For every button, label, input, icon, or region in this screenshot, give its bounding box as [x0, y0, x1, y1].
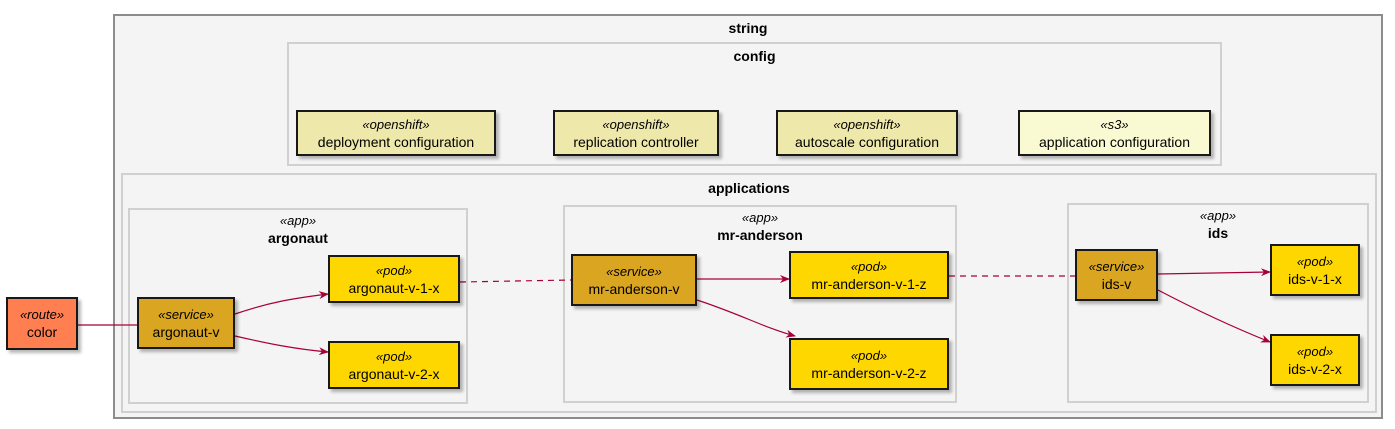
- mr-anderson-service-node[interactable]: «service» mr-anderson-v: [571, 254, 697, 306]
- node-name: mr-anderson-v: [588, 280, 680, 297]
- node-name: ids-v-2-x: [1288, 360, 1342, 377]
- app-stereotype: «app»: [1199, 208, 1237, 223]
- node-stereotype: «service»: [606, 263, 662, 279]
- node-name: replication controller: [573, 133, 699, 150]
- application-configuration-node[interactable]: «s3» application configuration: [1018, 110, 1211, 156]
- edge-argonaut-pod-to-mr-anderson-service: [459, 279, 572, 283]
- node-stereotype: «openshift»: [362, 116, 430, 132]
- edge-ids-service-to-pod-1: [1157, 268, 1271, 277]
- app-stereotype: «app»: [279, 213, 317, 228]
- node-stereotype: «pod»: [375, 262, 413, 278]
- node-stereotype: «pod»: [1296, 343, 1334, 359]
- node-stereotype: «openshift»: [833, 116, 901, 132]
- edge-ids-service-to-pod-2: [1157, 289, 1271, 343]
- argonaut-service-node[interactable]: «service» argonaut-v: [137, 297, 235, 349]
- argonaut-pod-2-node[interactable]: «pod» argonaut-v-2-x: [328, 341, 460, 389]
- app-stereotype: «app»: [741, 210, 779, 225]
- node-name: argonaut-v: [152, 323, 220, 340]
- node-name: argonaut-v-2-x: [348, 365, 440, 382]
- node-name: autoscale configuration: [795, 133, 939, 150]
- node-name: deployment configuration: [317, 133, 475, 150]
- edge-argonaut-service-to-pod-1: [234, 291, 329, 315]
- ids-pod-1-node[interactable]: «pod» ids-v-1-x: [1270, 244, 1360, 296]
- mr-anderson-pod-2-node[interactable]: «pod» mr-anderson-v-2-z: [789, 338, 949, 390]
- app-name: mr-anderson: [717, 227, 803, 243]
- string-frame-title: string: [728, 20, 768, 36]
- mr-anderson-pod-1-node[interactable]: «pod» mr-anderson-v-1-z: [789, 251, 949, 299]
- config-frame-title: config: [733, 48, 776, 64]
- node-name: application configuration: [1039, 133, 1190, 150]
- node-stereotype: «s3»: [1100, 116, 1129, 132]
- node-stereotype: «service»: [158, 306, 214, 322]
- node-name: mr-anderson-v-1-z: [811, 275, 927, 292]
- node-name: mr-anderson-v-2-z: [811, 364, 927, 381]
- deployment-configuration-node[interactable]: «openshift» deployment configuration: [296, 110, 496, 156]
- node-stereotype: «route»: [19, 307, 65, 322]
- node-stereotype: «pod»: [850, 258, 888, 274]
- route-color-node[interactable]: «route» color: [6, 297, 78, 350]
- applications-frame-title: applications: [708, 180, 790, 196]
- edge-mr-anderson-service-to-pod-2: [696, 299, 796, 338]
- node-name: color: [26, 324, 58, 340]
- app-name: ids: [1207, 225, 1229, 241]
- node-name: ids-v-1-x: [1288, 270, 1342, 287]
- ids-service-node[interactable]: «service» ids-v: [1075, 249, 1158, 301]
- node-name: argonaut-v-1-x: [348, 279, 440, 296]
- node-stereotype: «pod»: [850, 347, 888, 363]
- autoscale-configuration-node[interactable]: «openshift» autoscale configuration: [776, 110, 958, 156]
- node-name: ids-v: [1101, 275, 1132, 292]
- argonaut-pod-1-node[interactable]: «pod» argonaut-v-1-x: [328, 255, 460, 303]
- node-stereotype: «service»: [1088, 258, 1145, 274]
- replication-controller-node[interactable]: «openshift» replication controller: [553, 110, 719, 156]
- ids-pod-2-node[interactable]: «pod» ids-v-2-x: [1270, 334, 1360, 386]
- node-stereotype: «pod»: [375, 348, 413, 364]
- node-stereotype: «pod»: [1296, 253, 1334, 269]
- app-name: argonaut: [268, 230, 328, 246]
- node-stereotype: «openshift»: [602, 116, 670, 132]
- edge-argonaut-service-to-pod-2: [234, 335, 329, 356]
